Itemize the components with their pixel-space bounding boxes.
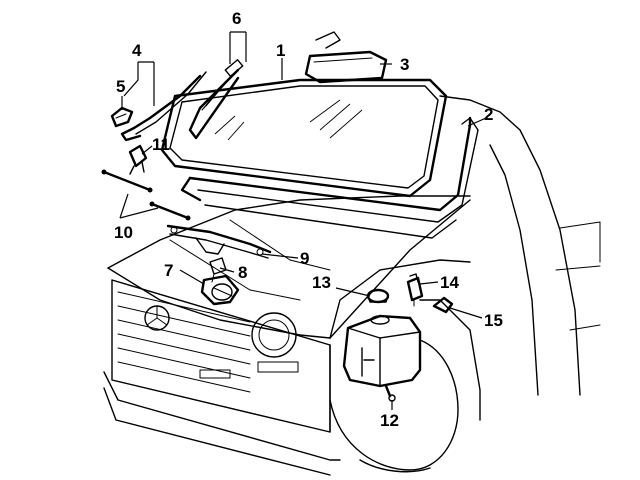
- callout-7: 7: [164, 261, 173, 280]
- wiper-arm: [120, 71, 207, 142]
- callout-labels: 1 2 3 4 5 6 7 8 9 10 11 12 13 14 15: [114, 9, 503, 430]
- windshield-glass: [160, 78, 448, 198]
- callout-11: 11: [152, 135, 170, 154]
- washer-pump: [406, 273, 424, 307]
- wiper-linkage-frame: [166, 224, 272, 259]
- reservoir-cap: [366, 288, 390, 304]
- callout-8: 8: [238, 263, 247, 282]
- callout-14: 14: [440, 273, 459, 292]
- callout-2: 2: [484, 105, 493, 124]
- wiper-blade: [188, 59, 244, 140]
- callout-5: 5: [116, 77, 125, 96]
- wiper-motor: [200, 274, 240, 306]
- rearview-mirror: [304, 31, 388, 84]
- washer-reservoir: [342, 314, 422, 402]
- wiper-pivot: [128, 144, 148, 175]
- callout-10: 10: [114, 223, 133, 242]
- washer-nozzle: [432, 296, 454, 314]
- callout-4: 4: [132, 41, 142, 60]
- callout-12: 12: [380, 411, 399, 430]
- callout-9: 9: [300, 249, 309, 268]
- wiper-linkage-rods: [101, 169, 191, 221]
- windshield-molding: [180, 116, 479, 239]
- callout-13: 13: [312, 273, 331, 292]
- leader-lines: [119, 31, 487, 410]
- callout-1: 1: [276, 41, 285, 60]
- callout-6: 6: [232, 9, 241, 28]
- wiper-arm-cap: [110, 106, 134, 128]
- callout-15: 15: [484, 311, 503, 330]
- vehicle-body: [103, 95, 601, 476]
- callout-3: 3: [400, 55, 409, 74]
